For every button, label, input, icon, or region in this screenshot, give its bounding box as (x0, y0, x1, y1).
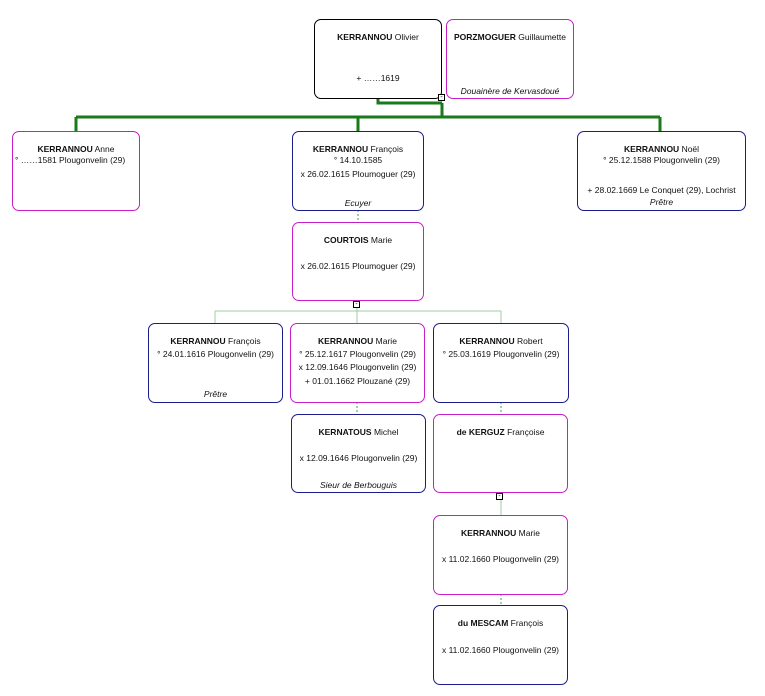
person-title: Sieur de Berbouguis (319, 480, 398, 490)
person-card-noel-kerrannou[interactable]: KERRANNOU Noël ° 25.12.1588 Plougonvelin… (577, 131, 746, 211)
person-name: COURTOIS Marie (323, 235, 393, 245)
person-name: KERNATOUS Michel (318, 427, 399, 437)
person-name: KERRANNOU Marie (318, 336, 397, 346)
birth-date: ° 14.10.1585 (333, 155, 383, 165)
person-name: KERRANNOU Noël (623, 144, 700, 154)
birth-date: ° 24.01.1616 Plougonvelin (29) (157, 349, 274, 359)
person-card-marie-kerrannou-2[interactable]: KERRANNOU Marie x 11.02.1660 Plougonveli… (433, 515, 568, 595)
death-date: + 01.01.1662 Plouzané (29) (304, 376, 411, 386)
marriage-date: x 12.09.1646 Plougonvelin (29) (299, 453, 418, 463)
death-date: + 28.02.1669 Le Conquet (29), Lochrist (587, 185, 736, 195)
person-name: KERRANNOU Marie (461, 528, 540, 538)
person-card-francoise-de-kerguz[interactable]: de KERGUZ Françoise (433, 414, 568, 493)
person-name: de KERGUZ Françoise (456, 427, 545, 437)
person-card-olivier-kerrannou[interactable]: KERRANNOU Olivier + ……1619 (314, 19, 442, 99)
person-card-anne-kerrannou[interactable]: KERRANNOU Anne ° ……1581 Plougonvelin (29… (12, 131, 140, 211)
person-name: PORZMOGUER Guillaumette (454, 32, 566, 42)
person-name: KERRANNOU François (170, 336, 261, 346)
birth-date: ° ……1581 Plougonvelin (29) (15, 155, 126, 165)
person-card-michel-kernatous[interactable]: KERNATOUS Michel x 12.09.1646 Plougonvel… (291, 414, 426, 493)
marriage-date: x 26.02.1615 Ploumoguer (29) (300, 261, 416, 271)
person-name: KERRANNOU Robert (459, 336, 543, 346)
death-date: + ……1619 (356, 73, 400, 83)
person-title: Ecuyer (344, 198, 372, 208)
collapse-toggle-kerguz[interactable]: - (496, 492, 503, 500)
person-card-guillaumette-porzmoguer[interactable]: PORZMOGUER Guillaumette Douainère de Ker… (446, 19, 574, 99)
birth-date: ° 25.12.1588 Plougonvelin (29) (603, 155, 720, 165)
person-title: Prêtre (203, 389, 228, 399)
person-card-marie-courtois[interactable]: COURTOIS Marie x 26.02.1615 Ploumoguer (… (292, 222, 424, 301)
person-card-robert-kerrannou[interactable]: KERRANNOU Robert ° 25.03.1619 Plougonvel… (433, 323, 569, 403)
person-card-marie-kerrannou[interactable]: KERRANNOU Marie ° 25.12.1617 Plougonveli… (290, 323, 425, 403)
person-name: KERRANNOU Anne (37, 144, 115, 154)
person-card-francois-kerrannou[interactable]: KERRANNOU François ° 14.10.1585 x 26.02.… (292, 131, 424, 211)
marriage-date: x 11.02.1660 Plougonvelin (29) (441, 645, 560, 655)
person-title: Prêtre (649, 197, 674, 207)
person-name: KERRANNOU François (312, 144, 404, 154)
marriage-date: x 12.09.1646 Plougonvelin (29) (298, 362, 417, 372)
collapse-toggle-olivier[interactable]: - (438, 93, 445, 101)
person-card-francois-kerrannou-2[interactable]: KERRANNOU François ° 24.01.1616 Plougonv… (148, 323, 283, 403)
person-card-francois-du-mescam[interactable]: du MESCAM François x 11.02.1660 Plougonv… (433, 605, 568, 685)
birth-date: ° 25.12.1617 Plougonvelin (29) (299, 349, 416, 359)
birth-date: ° 25.03.1619 Plougonvelin (29) (442, 349, 560, 359)
collapse-toggle-courtois[interactable]: - (353, 300, 360, 308)
couple-connector (376, 98, 442, 105)
person-name: KERRANNOU Olivier (337, 32, 419, 42)
marriage-date: x 11.02.1660 Plougonvelin (29) (441, 554, 560, 564)
person-name: du MESCAM François (457, 618, 544, 628)
marriage-date: x 26.02.1615 Ploumoguer (29) (300, 169, 416, 179)
person-title: Douainère de Kervasdoué (460, 86, 560, 96)
